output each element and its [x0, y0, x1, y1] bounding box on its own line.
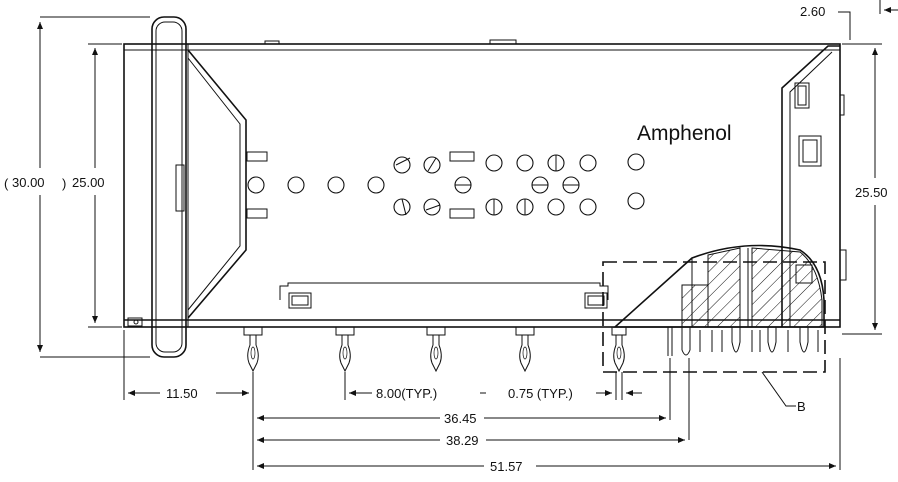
dim-length-b: 38.29 [446, 433, 479, 448]
dim-front-offset: 11.50 [166, 386, 198, 401]
housing-holes [246, 151, 645, 219]
section-pins [667, 327, 819, 356]
dim-length-a: 36.45 [444, 411, 477, 426]
dimension-lines [37, 0, 898, 470]
dim-length-c: 51.57 [490, 459, 523, 474]
dim-right-height: 25.50 [855, 185, 888, 200]
front-flange [127, 16, 247, 358]
press-fit-pins [243, 326, 819, 373]
dim-overall-height-close: ) [62, 176, 66, 191]
dim-overall-height-value: 30.00 [12, 175, 45, 190]
detail-b-label: B [797, 399, 806, 414]
dim-overall-height: ( [4, 176, 9, 191]
dim-pin-width: 0.75 (TYP.) [508, 386, 573, 401]
detail-b-box [602, 261, 826, 373]
dim-pitch: 8.00(TYP.) [376, 386, 437, 401]
dim-body-height: 25.00 [72, 175, 105, 190]
dim-top-offset: 2.60 [800, 4, 825, 19]
amphenol-logo: Amphenol [637, 122, 732, 145]
section-cutaway [612, 244, 825, 328]
